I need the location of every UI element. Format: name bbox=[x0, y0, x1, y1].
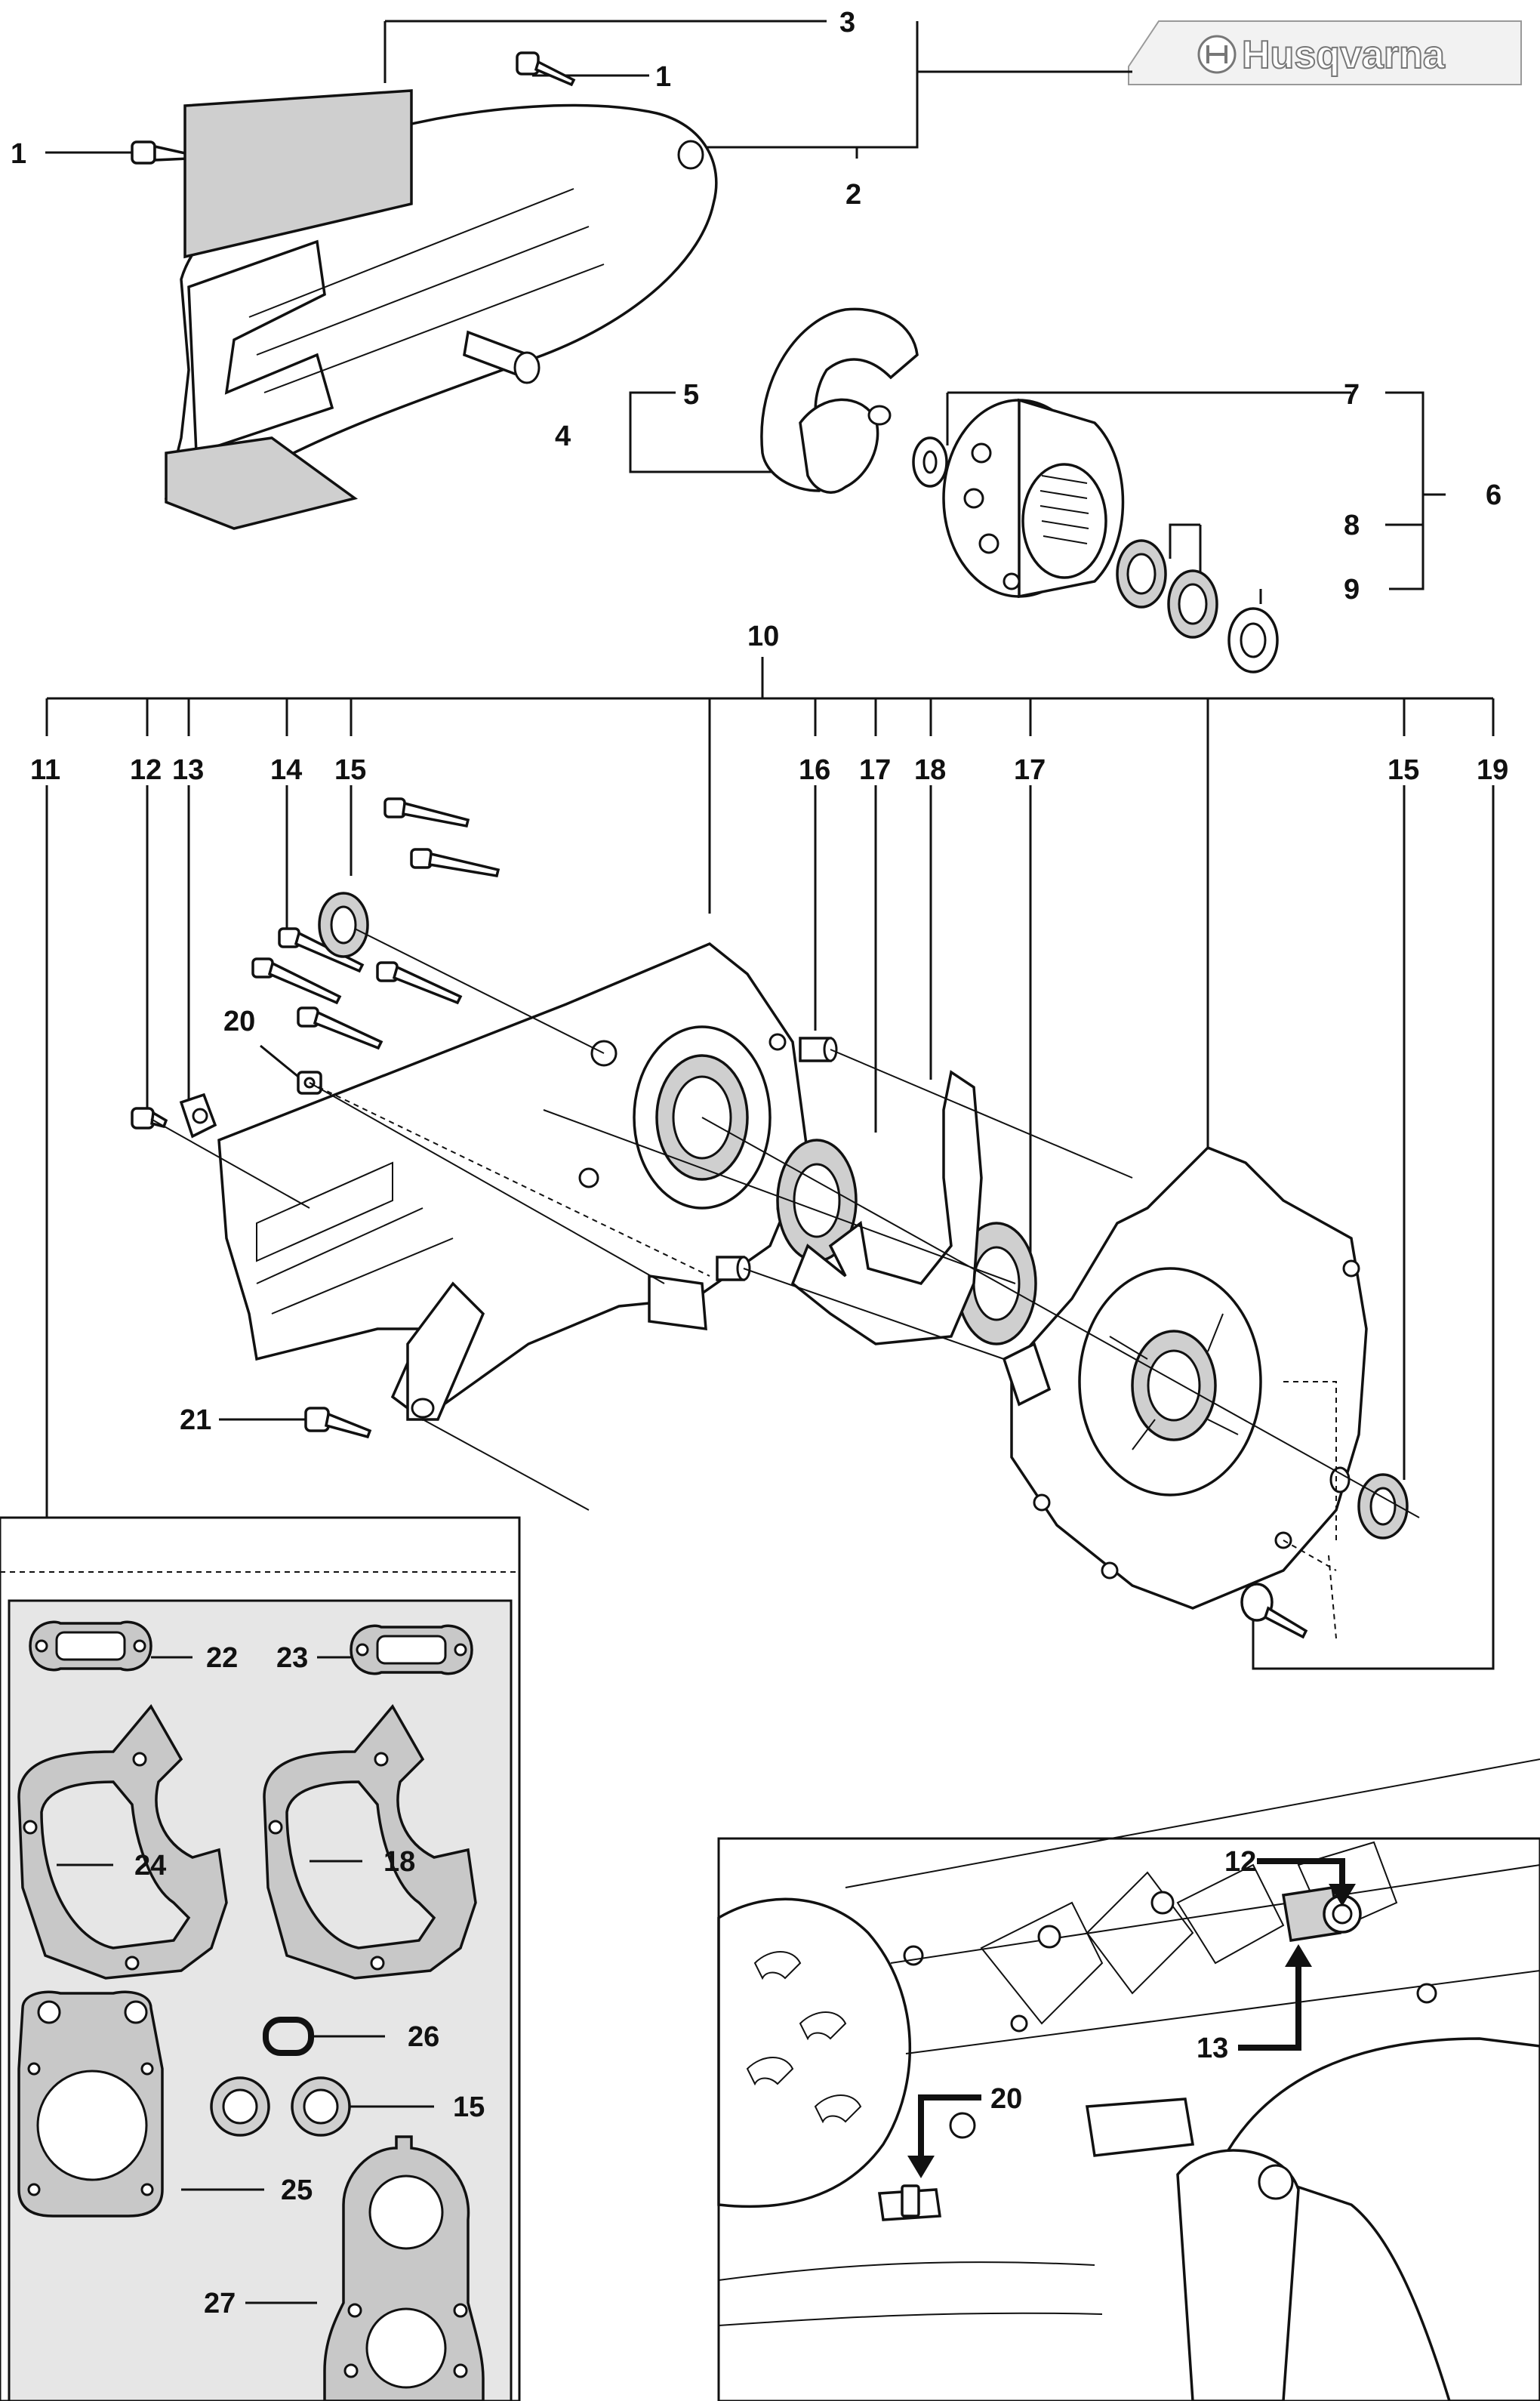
crankcase-bolts bbox=[251, 797, 500, 1050]
crankcase-right-half bbox=[1002, 1145, 1368, 1610]
bolt-1-left bbox=[131, 140, 190, 165]
callout-26: 26 bbox=[408, 2021, 439, 2053]
callout-25: 25 bbox=[281, 2174, 313, 2206]
clutch-cover bbox=[164, 89, 718, 530]
callout-24: 24 bbox=[134, 1850, 166, 1882]
oil-seal-left bbox=[318, 892, 369, 958]
gasket-18-kit bbox=[263, 1703, 477, 1980]
clutch-drum bbox=[942, 398, 1125, 599]
callout-15-left: 15 bbox=[334, 754, 366, 786]
callout-3: 3 bbox=[839, 7, 855, 39]
gasket-27 bbox=[323, 2135, 485, 2401]
oil-seal-kit-1 bbox=[210, 2076, 270, 2137]
callout-20-detail: 20 bbox=[990, 2083, 1022, 2115]
needle-bearing-2 bbox=[1167, 569, 1218, 639]
needle-bearing-1 bbox=[1116, 539, 1167, 609]
clip bbox=[179, 1093, 217, 1139]
callout-4: 4 bbox=[555, 421, 571, 452]
thrust-washer bbox=[1227, 607, 1279, 673]
callout-7: 7 bbox=[1344, 379, 1360, 411]
callout-13-detail: 13 bbox=[1197, 2033, 1228, 2064]
callout-21: 21 bbox=[180, 1404, 211, 1436]
gasket-23 bbox=[350, 1624, 473, 1675]
gasket-24 bbox=[17, 1703, 228, 1980]
clutch-shoes bbox=[760, 307, 919, 494]
callout-14: 14 bbox=[270, 754, 302, 786]
washer bbox=[912, 436, 948, 488]
brand-banner: Husqvarna bbox=[1128, 20, 1522, 85]
callout-23: 23 bbox=[276, 1642, 308, 1674]
callout-15-kit: 15 bbox=[453, 2091, 485, 2123]
callout-8: 8 bbox=[1344, 510, 1360, 541]
callout-17-left: 17 bbox=[859, 754, 891, 786]
callout-15-right: 15 bbox=[1388, 754, 1419, 786]
callout-10: 10 bbox=[747, 621, 779, 652]
screw-19 bbox=[1240, 1583, 1308, 1639]
oil-seal-kit-2 bbox=[291, 2076, 351, 2137]
detail-arrows bbox=[907, 1858, 1356, 2178]
callout-22: 22 bbox=[206, 1642, 238, 1674]
callout-19: 19 bbox=[1477, 754, 1508, 786]
callout-5: 5 bbox=[683, 379, 699, 411]
callout-18: 18 bbox=[914, 754, 946, 786]
callout-18-kit: 18 bbox=[383, 1846, 415, 1878]
callout-20: 20 bbox=[223, 1006, 255, 1037]
callout-12-detail: 12 bbox=[1224, 1846, 1256, 1878]
screw-21 bbox=[304, 1407, 372, 1439]
callout-labels: 3 1 1 2 5 7 4 6 8 9 10 11 12 13 14 15 16… bbox=[11, 7, 1508, 2319]
callout-16: 16 bbox=[799, 754, 830, 786]
screw-small bbox=[131, 1107, 168, 1130]
callout-6: 6 bbox=[1486, 479, 1502, 511]
gasket-22 bbox=[29, 1620, 152, 1672]
detail-inset bbox=[717, 1758, 1540, 2401]
callout-13: 13 bbox=[172, 754, 204, 786]
callout-27: 27 bbox=[204, 2288, 236, 2319]
callout-2: 2 bbox=[845, 179, 861, 211]
callout-9: 9 bbox=[1344, 574, 1360, 606]
callout-17-right: 17 bbox=[1014, 754, 1046, 786]
husqvarna-crown-icon bbox=[1197, 35, 1237, 74]
crankcase-gasket bbox=[790, 1070, 983, 1345]
callout-12: 12 bbox=[130, 754, 162, 786]
gasket-25 bbox=[17, 1990, 164, 2218]
brand-name: Husqvarna bbox=[1242, 33, 1446, 77]
callout-11: 11 bbox=[30, 754, 60, 786]
bolt-1-right bbox=[516, 51, 576, 87]
callout-1-left: 1 bbox=[11, 138, 26, 170]
callout-1-top: 1 bbox=[655, 61, 671, 93]
